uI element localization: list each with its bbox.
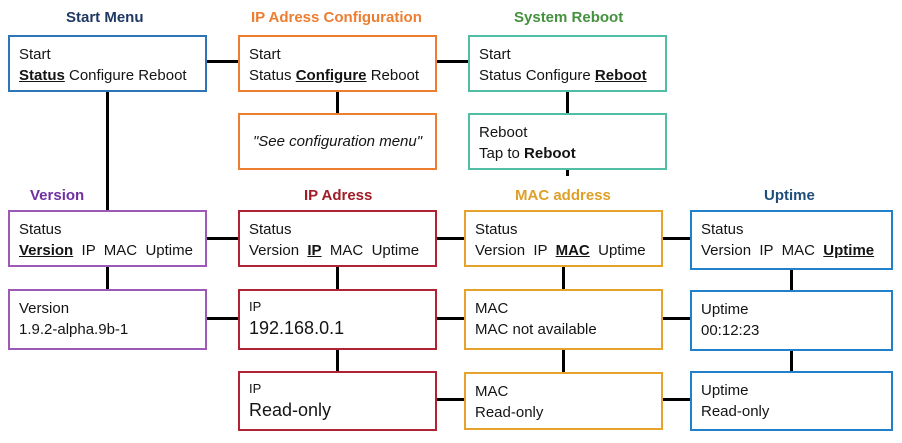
- node-see-config-note: "See configuration menu": [238, 113, 437, 170]
- connector-ip-status-to-value: [336, 267, 339, 289]
- menu-path: Version IP MAC Uptime: [475, 240, 652, 261]
- connector-mac-to-uptime-status: [663, 237, 690, 240]
- value-label: Version: [19, 300, 70, 317]
- title-uptime: Uptime: [764, 187, 815, 204]
- value-text: Read-only: [701, 403, 770, 420]
- value-label: IP: [249, 299, 262, 314]
- connector-ip-to-mac-readonly: [437, 398, 464, 401]
- menu-screen-heading: Start: [19, 46, 51, 63]
- value-text: 00:12:23: [701, 322, 760, 339]
- node-mac-value: MAC MAC not available: [464, 289, 663, 350]
- node-system-reboot-start: Start Status Configure Reboot: [468, 35, 667, 92]
- connector-start-to-version-status: [106, 92, 109, 210]
- menu-path-pre: Version: [249, 242, 308, 259]
- menu-screen-heading: Start: [479, 46, 511, 63]
- menu-path-pre: Status: [249, 67, 296, 84]
- connector-reboot-stub: [566, 170, 569, 176]
- value-text: 192.168.0.1: [249, 318, 345, 338]
- connector-start-to-ipconfig: [207, 60, 238, 63]
- note-text: "See configuration menu": [252, 133, 423, 150]
- title-mac-address: MAC address: [515, 187, 611, 204]
- menu-screen-heading: Start: [249, 46, 281, 63]
- menu-path-post: MAC Uptime: [321, 242, 420, 259]
- connector-mac-value-to-readonly: [562, 350, 565, 372]
- menu-path-pre: Version IP MAC: [701, 242, 824, 259]
- connector-uptime-status-to-value: [790, 270, 793, 290]
- menu-path-selected: IP: [307, 242, 322, 259]
- menu-path: Version IP MAC Uptime: [701, 240, 882, 261]
- value-label: Uptime: [701, 382, 749, 399]
- menu-path-pre: Status Configure: [479, 67, 595, 84]
- title-version: Version: [30, 187, 85, 204]
- value-text: Read-only: [475, 404, 544, 421]
- node-ip-value: IP 192.168.0.1: [238, 289, 437, 350]
- menu-path-post: Reboot: [366, 67, 420, 84]
- menu-path-pre: Tap to: [479, 145, 525, 162]
- connector-ip-to-mac-status: [437, 237, 464, 240]
- node-ip-config-start: Start Status Configure Reboot: [238, 35, 437, 92]
- node-version-value: Version 1.9.2-alpha.9b-1: [8, 289, 207, 350]
- menu-path-post: IP MAC Uptime: [73, 242, 193, 259]
- connector-version-to-ip-value: [207, 317, 238, 320]
- node-uptime-status: Status Version IP MAC Uptime: [690, 210, 893, 270]
- value-label: MAC: [475, 383, 509, 400]
- menu-path: Version IP MAC Uptime: [249, 240, 426, 261]
- menu-path-selected: Configure: [295, 67, 367, 84]
- connector-sysreboot-to-reboot: [566, 92, 569, 113]
- title-ip-config: IP Adress Configuration: [251, 9, 422, 26]
- menu-path-selected: Reboot: [594, 67, 647, 84]
- menu-screen-heading: Status: [475, 221, 518, 238]
- menu-path-selected: Status: [19, 67, 65, 84]
- title-system-reboot: System Reboot: [514, 9, 624, 26]
- connector-uptime-value-to-readonly: [790, 351, 793, 371]
- node-ip-status: Status Version IP MAC Uptime: [238, 210, 437, 267]
- menu-path-selected: MAC: [555, 242, 590, 259]
- menu-path-post: Configure Reboot: [64, 67, 187, 84]
- menu-screen-heading: Status: [701, 221, 744, 238]
- connector-mac-to-uptime-readonly: [663, 398, 690, 401]
- node-mac-status: Status Version IP MAC Uptime: [464, 210, 663, 267]
- value-text: Read-only: [249, 400, 332, 420]
- value-label: MAC: [475, 300, 509, 317]
- title-start-menu: Start Menu: [66, 9, 144, 26]
- connector-version-status-to-value: [106, 267, 109, 289]
- menu-path-post: Uptime: [589, 242, 646, 259]
- connector-ip-value-to-readonly: [336, 350, 339, 371]
- value-label: Uptime: [701, 301, 749, 318]
- menu-path: Status Configure Reboot: [479, 65, 656, 86]
- menu-path: Tap to Reboot: [479, 143, 656, 164]
- menu-path: Status Configure Reboot: [19, 65, 196, 86]
- menu-path-pre: Version IP: [475, 242, 556, 259]
- menu-screen-heading: Status: [19, 221, 62, 238]
- menu-path: Version IP MAC Uptime: [19, 240, 196, 261]
- title-ip-address: IP Adress: [304, 187, 373, 204]
- value-text: MAC not available: [475, 321, 597, 338]
- connector-mac-status-to-value: [562, 267, 565, 289]
- connector-ip-to-mac-value: [437, 317, 464, 320]
- node-uptime-value: Uptime 00:12:23: [690, 290, 893, 351]
- value-label: IP: [249, 381, 262, 396]
- menu-screen-heading: Status: [249, 221, 292, 238]
- value-text: 1.9.2-alpha.9b-1: [19, 321, 129, 338]
- node-reboot-screen: Reboot Tap to Reboot: [468, 113, 667, 170]
- menu-path: Status Configure Reboot: [249, 65, 426, 86]
- menu-screen-heading: Reboot: [479, 124, 528, 141]
- connector-mac-to-uptime-value: [663, 317, 690, 320]
- node-mac-readonly: MAC Read-only: [464, 372, 663, 430]
- node-ip-readonly: IP Read-only: [238, 371, 437, 431]
- node-uptime-readonly: Uptime Read-only: [690, 371, 893, 431]
- menu-path-selected: Version: [19, 242, 74, 259]
- node-version-status: Status Version IP MAC Uptime: [8, 210, 207, 267]
- connector-version-to-ip-status: [207, 237, 238, 240]
- node-start-menu: Start Status Configure Reboot: [8, 35, 207, 92]
- connector-ipconfig-to-note: [336, 92, 339, 113]
- menu-path-selected: Uptime: [823, 242, 875, 259]
- connector-ipconfig-to-sysreboot: [437, 60, 468, 63]
- menu-path-selected: Reboot: [524, 145, 576, 162]
